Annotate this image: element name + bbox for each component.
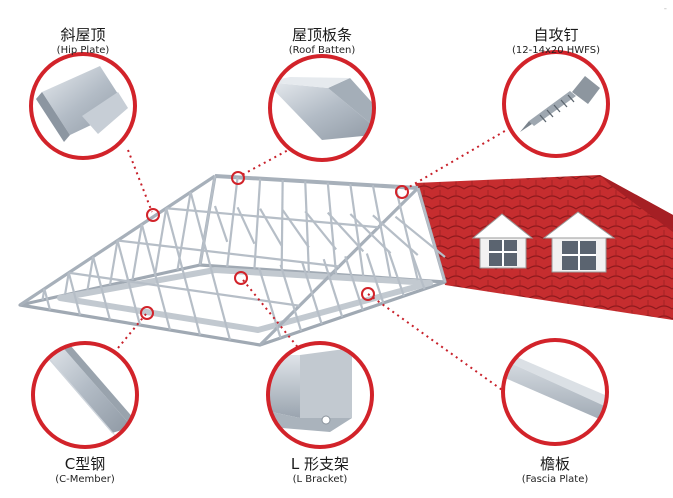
connector-hip-plate: [127, 149, 153, 213]
label-c-member: C型钢 (C-Member): [15, 455, 155, 486]
label-screw-zh: 自攻钉: [533, 26, 579, 44]
roof-batten-icon: [270, 77, 374, 140]
dormer-window-left: [471, 213, 534, 269]
label-hip-plate: 斜屋顶 (Hip Plate): [13, 26, 153, 57]
label-hip-plate-en: (Hip Plate): [56, 45, 110, 56]
label-roof-batten: 屋顶板条 (Roof Batten): [252, 26, 392, 57]
label-fascia-plate: 檐板 (Fascia Plate): [485, 455, 625, 486]
label-l-bracket-en: (L Bracket): [292, 474, 348, 485]
marker-screw: [395, 185, 409, 199]
steel-truss-frame: [18, 174, 447, 347]
label-c-member-en: (C-Member): [55, 474, 115, 485]
marker-c-member: [140, 306, 154, 320]
frame-markers: [140, 171, 409, 320]
marker-hip-plate: [146, 208, 160, 222]
connector-roof-batten: [239, 147, 293, 177]
l-bracket-icon: [268, 348, 352, 432]
corner-mark: -: [663, 4, 667, 14]
connector-screw: [403, 127, 511, 191]
label-l-bracket: L 形支架 (L Bracket): [250, 455, 390, 486]
callout-l-bracket: [266, 341, 374, 449]
fascia-plate-icon: [503, 350, 607, 428]
label-screw-en: (12-14x20 HWFS): [511, 45, 600, 56]
connector-c-member: [117, 313, 147, 349]
label-roof-batten-en: (Roof Batten): [288, 45, 356, 56]
truss-webbing: [41, 175, 447, 341]
callout-hip-plate: [29, 52, 137, 160]
callout-roof-batten: [268, 54, 376, 162]
callout-fascia-plate: [501, 338, 609, 446]
c-member-icon: [38, 343, 137, 437]
tiled-roof-section: [415, 175, 673, 320]
label-fascia-plate-en: (Fascia Plate): [521, 474, 589, 485]
marker-fascia: [361, 287, 375, 301]
connector-fascia: [367, 293, 506, 393]
label-c-member-zh: C型钢: [64, 455, 106, 473]
label-hip-plate-zh: 斜屋顶: [60, 26, 106, 44]
dormer-window-right: [542, 211, 616, 273]
hip-plate-icon: [36, 66, 128, 142]
label-l-bracket-zh: L 形支架: [290, 455, 350, 473]
label-roof-batten-zh: 屋顶板条: [291, 26, 352, 44]
self-drilling-screw-icon: [520, 76, 600, 132]
callout-c-member: [31, 341, 139, 449]
label-fascia-plate-zh: 檐板: [539, 455, 570, 473]
callout-screw: [502, 50, 610, 158]
marker-roof-batten: [231, 171, 245, 185]
connector-lines: [117, 127, 511, 393]
label-screw: 自攻钉 (12-14x20 HWFS): [486, 26, 626, 57]
marker-l-bracket: [234, 271, 248, 285]
